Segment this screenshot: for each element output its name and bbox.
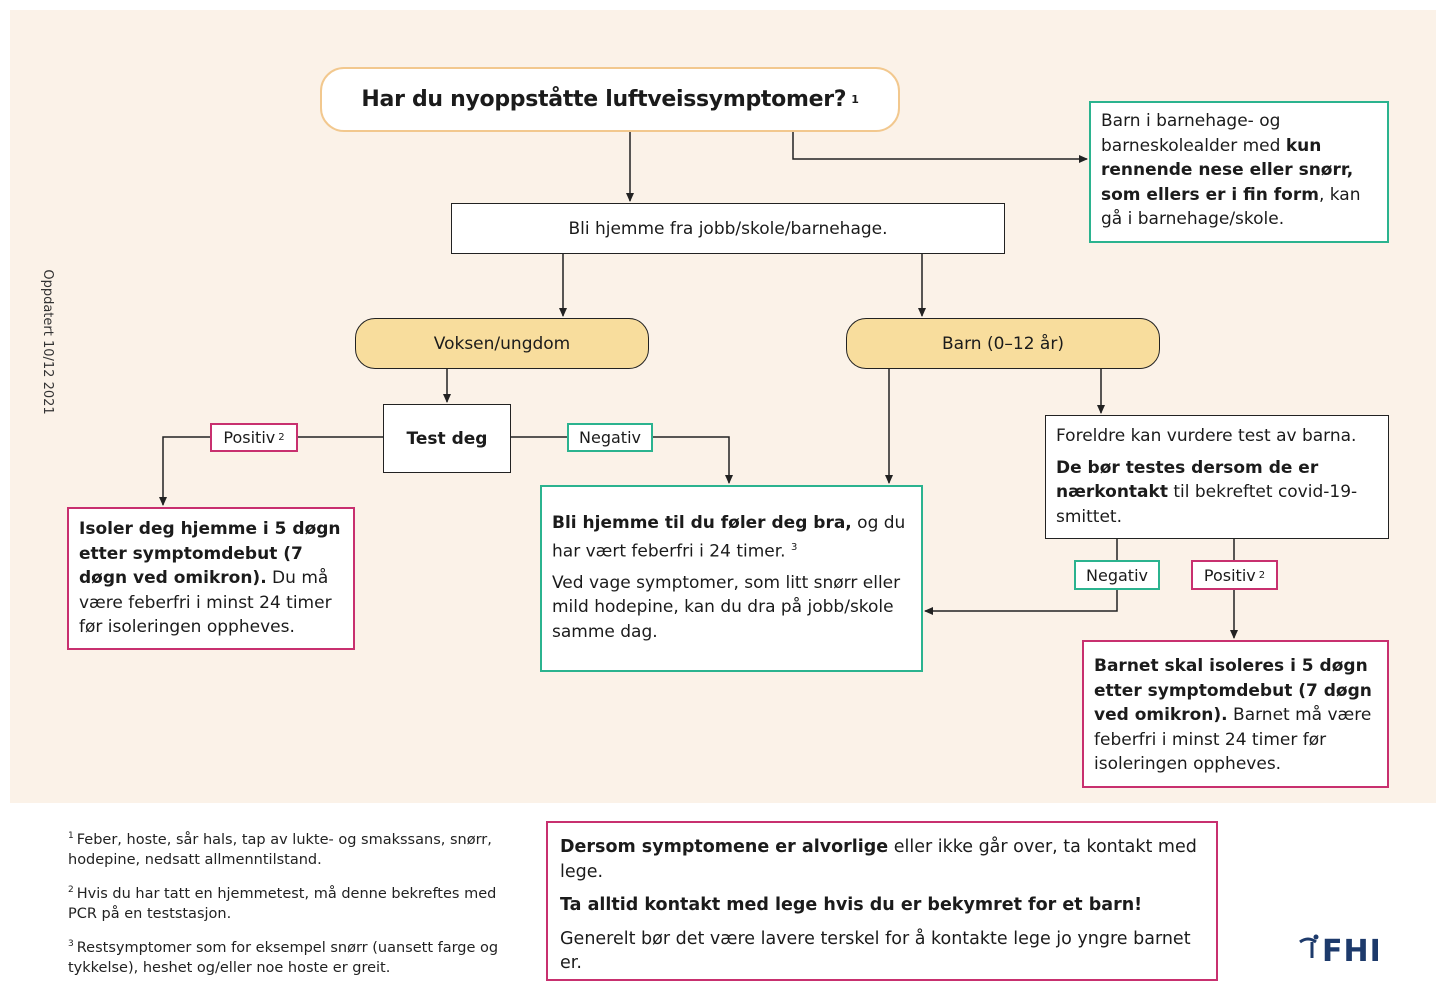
question-box: Har du nyoppståtte luftveissymptomer? 1	[320, 67, 900, 132]
footnote-3-ref: 3	[68, 938, 74, 949]
parents-box: Foreldre kan vurdere test av barna. De b…	[1045, 415, 1389, 539]
negative-tag-child: Negativ	[1074, 560, 1160, 590]
isolate-adult-text: Du må være feberfri i minst 24 timer før…	[79, 568, 332, 637]
stay-until-text: og du har vært feberfri i 24 timer.	[552, 513, 906, 562]
parents-text: til bekreftet covid-19-smittet.	[1056, 482, 1358, 527]
isolate-adult-box: Isoler deg hjemme i 5 døgn etter symptom…	[67, 507, 355, 650]
footnote-1-ref: 1	[68, 831, 74, 841]
kids-note-bold: kun rennende nese eller snørr, som eller…	[1101, 135, 1354, 205]
footnote-1-text: Feber, hoste, sår hals, tap av lukte- og…	[68, 831, 492, 869]
isolate-child-text: Barnet må være feberfri i minst 24 timer…	[1094, 705, 1372, 774]
arrow-question-to-kids-note	[792, 132, 1088, 163]
stay-until-bold: Bli hjemme til du føler deg bra,	[552, 513, 852, 533]
parents-bold: De bør testes dersom de er nærkontakt	[1056, 457, 1319, 503]
child-worry-text: Ta alltid kontakt med lege hvis du er be…	[560, 895, 1143, 915]
question-text: Har du nyoppståtte luftveissymptomer?	[361, 87, 847, 112]
footnote-2-text: Hvis du har tatt en hjemmetest, må denne…	[68, 885, 497, 923]
test-label: Test deg	[406, 428, 488, 449]
adult-branch: Voksen/ungdom	[355, 318, 649, 369]
stay-home-text: Bli hjemme fra jobb/skole/barnehage.	[568, 218, 888, 239]
negative-label: Negativ	[579, 428, 641, 447]
adult-label: Voksen/ungdom	[433, 333, 571, 354]
test-box: Test deg	[383, 404, 511, 473]
kids-note-text-end: , kan gå i barnehage/skole.	[1101, 184, 1361, 230]
footnote-3-text: Restsymptomer som for eksempel snørr (ua…	[68, 939, 499, 976]
negative-label-child: Negativ	[1086, 565, 1148, 585]
negative-tag-adult: Negativ	[567, 423, 653, 452]
positive-label-child: Positiv	[1203, 565, 1256, 585]
updated-date: Oppdatert 10/12 2021	[40, 269, 55, 415]
kids-note-text: Barn i barnehage- og barneskolealder med	[1101, 111, 1286, 156]
serious-text: eller ikke går over, ta kontakt med lege…	[560, 837, 1197, 882]
isolate-child-box: Barnet skal isoleres i 5 døgn etter symp…	[1082, 640, 1389, 788]
fhi-logo-icon	[1299, 934, 1319, 958]
stay-until-well-box: Bli hjemme til du føler deg bra, og du h…	[540, 485, 923, 672]
isolate-adult-bold: Isoler deg hjemme i 5 døgn etter symptom…	[79, 519, 341, 588]
positive-ref-child: 2	[1258, 569, 1266, 581]
positive-ref: 2	[278, 432, 285, 443]
fhi-logo-text: FHI	[1322, 934, 1382, 969]
stay-until-vague: Ved vage symptomer, som litt snørr eller…	[552, 572, 901, 642]
serious-bold: Dersom symptomene er alvorlige	[560, 837, 889, 857]
arrow-test-to-isolate	[159, 436, 383, 506]
positive-label: Positiv	[223, 428, 276, 447]
parents-line1: Foreldre kan vurdere test av barna.	[1056, 426, 1357, 446]
threshold-text: Generelt bør det være lavere terskel for…	[560, 928, 1191, 974]
fhi-logo: FHI	[1296, 934, 1396, 969]
stay-home-box: Bli hjemme fra jobb/skole/barnehage.	[451, 203, 1005, 254]
footnote-2-ref: 2	[68, 884, 74, 895]
isolate-child-bold: Barnet skal isoleres i 5 døgn etter symp…	[1094, 656, 1372, 725]
serious-symptoms-box: Dersom symptomene er alvorlige eller ikk…	[546, 821, 1218, 981]
kids-note-box: Barn i barnehage- og barneskolealder med…	[1089, 101, 1389, 243]
child-label: Barn (0–12 år)	[942, 333, 1064, 354]
child-branch: Barn (0–12 år)	[846, 318, 1160, 369]
question-ref: 1	[851, 93, 859, 106]
stay-until-ref: 3	[791, 541, 798, 553]
